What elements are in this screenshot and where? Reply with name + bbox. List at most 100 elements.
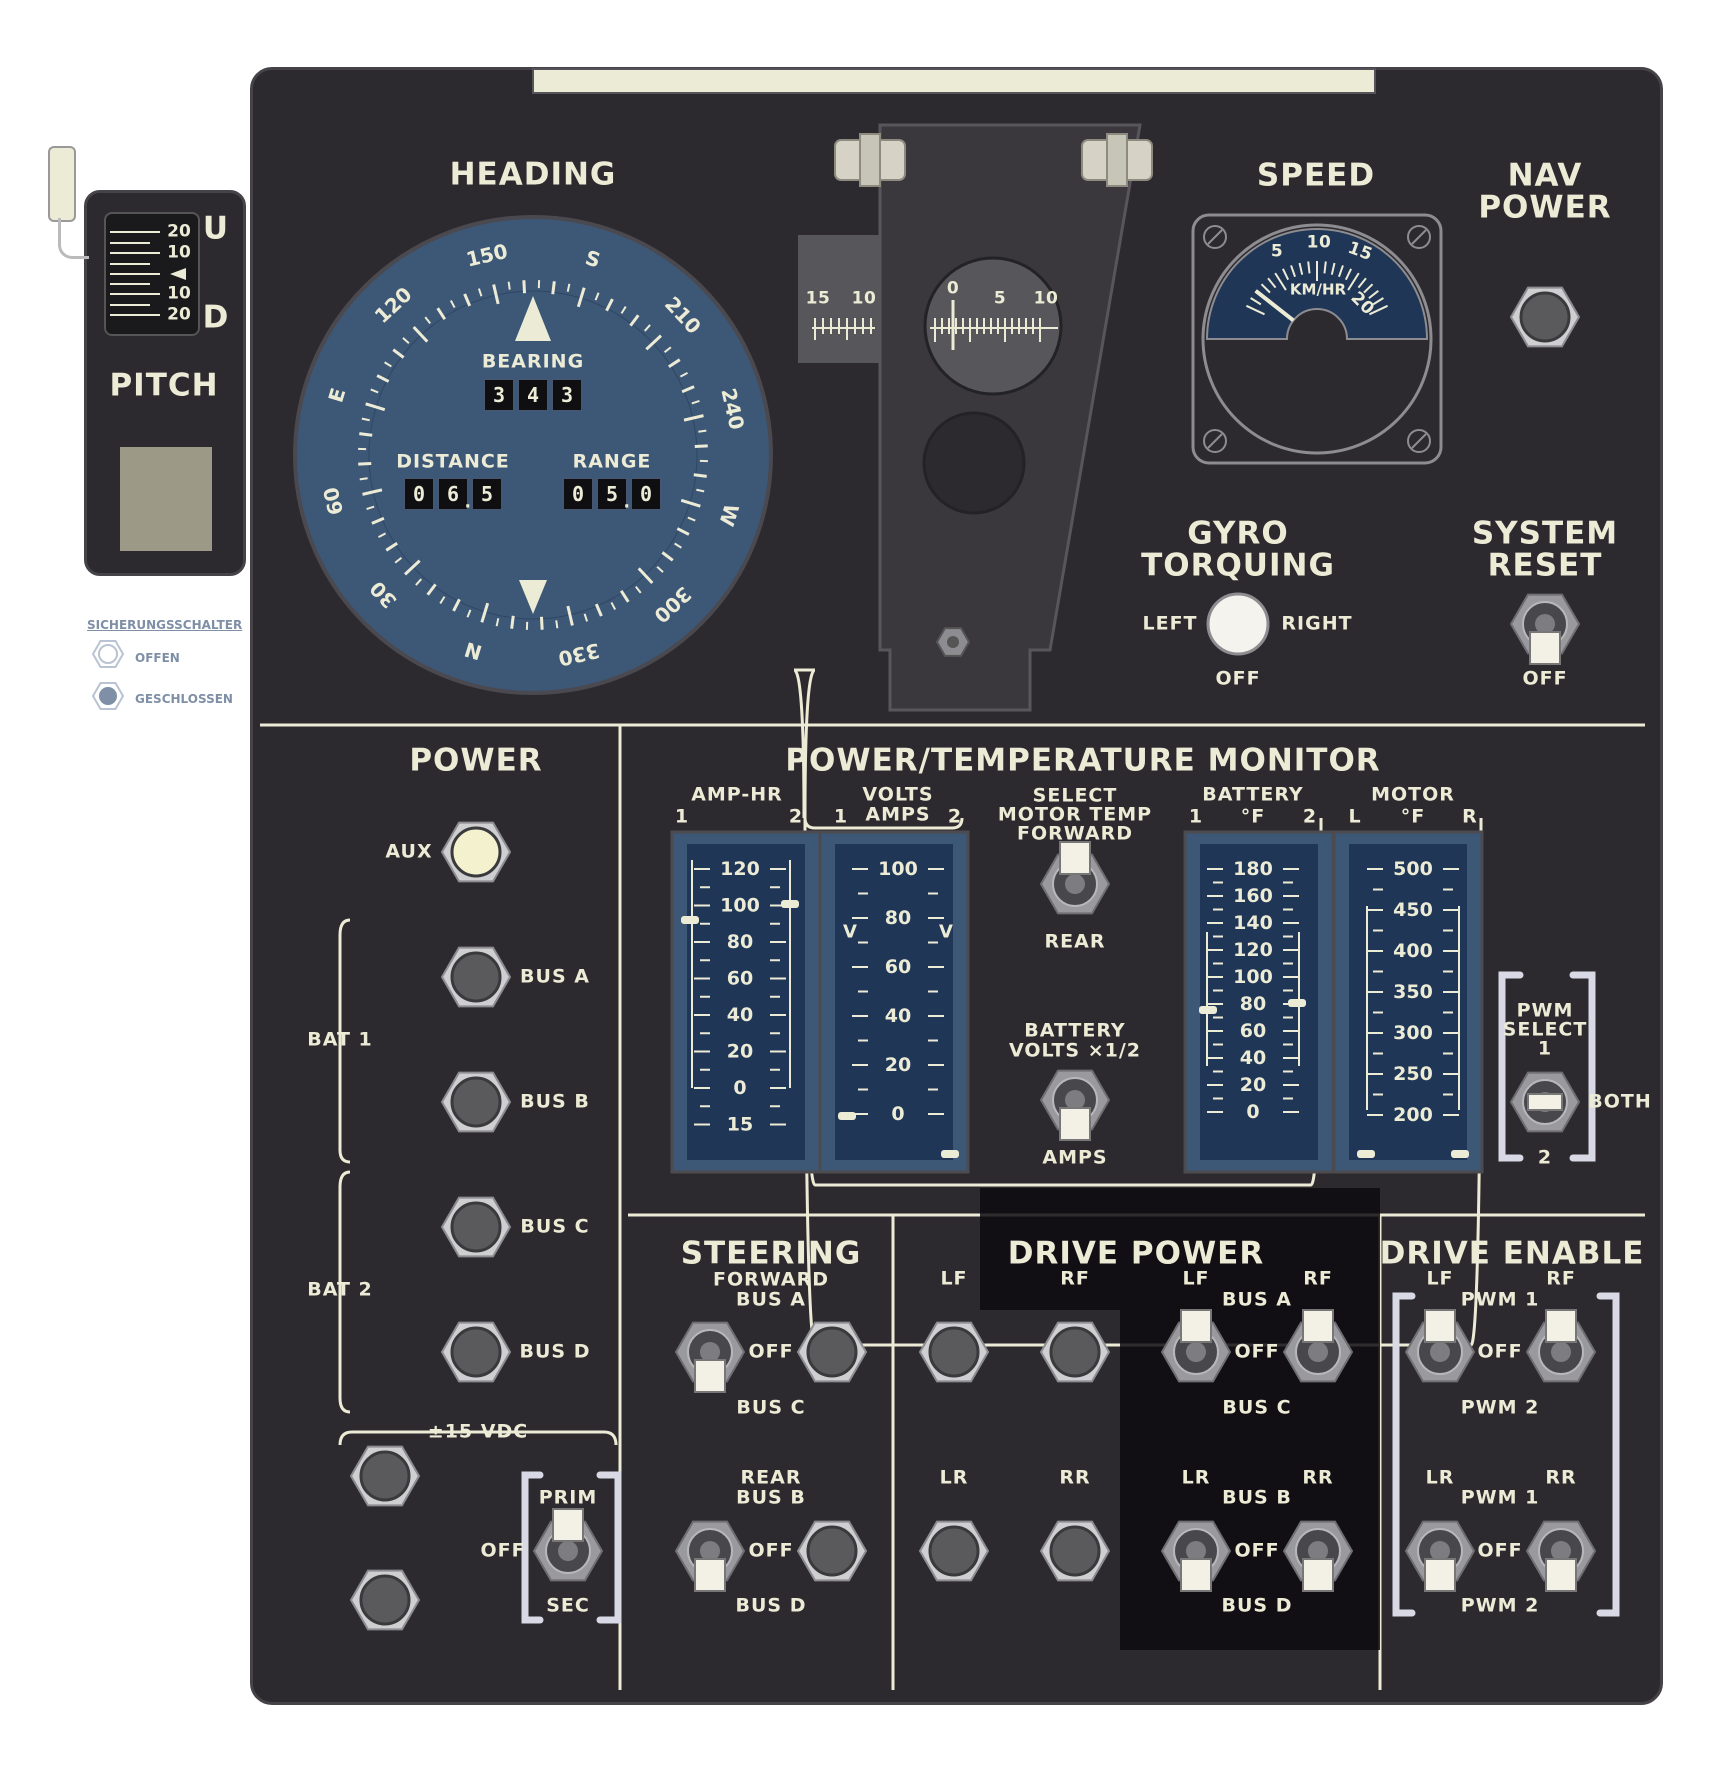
drive-power-lf-toggle[interactable] [1160, 1309, 1232, 1383]
drive-enable-rf-toggle[interactable] [1525, 1309, 1597, 1383]
bracket-bolt-hole [947, 636, 959, 648]
drive-enable-rr-toggle[interactable] [1525, 1520, 1597, 1592]
pwm-select-two: 2 [1537, 1146, 1553, 1169]
compass-tick [449, 300, 456, 309]
gauge-pointer-icon [1451, 1150, 1469, 1158]
pwm-select-toggle[interactable] [1509, 1071, 1581, 1133]
compass-tick [507, 281, 511, 290]
pitch-up-label: U [202, 210, 230, 247]
drive-power-lr-toggle[interactable] [1160, 1520, 1232, 1592]
distance-label: DISTANCE [396, 450, 510, 473]
indicator-off [450, 1201, 502, 1253]
drive-enable-pwm2-rear: PWM 2 [1460, 1594, 1540, 1617]
bus-d-label: BUS D [519, 1340, 591, 1363]
compass-tick [394, 557, 403, 564]
header-bracket [793, 668, 816, 819]
speed-tick [1369, 304, 1389, 316]
gauge-face [835, 844, 953, 1160]
vdc-button-1[interactable] [349, 1445, 421, 1507]
pitch-knob[interactable] [48, 146, 76, 222]
compass-tick [566, 283, 571, 292]
compass-tick [668, 358, 681, 369]
bus-b-button[interactable] [440, 1071, 512, 1133]
bus-d-button[interactable] [440, 1321, 512, 1383]
pitch-scale-20a: 20 [167, 221, 191, 242]
pwm-select-line1: PWM [1516, 999, 1574, 1022]
drive-power-lr-button[interactable] [918, 1520, 990, 1582]
steering-off-rear: OFF [748, 1539, 794, 1562]
compass-tick [680, 498, 701, 508]
legend-closed-label: GESCHLOSSEN [135, 692, 233, 706]
nav-power-button[interactable] [1509, 286, 1581, 348]
vdc-button-2[interactable] [349, 1569, 421, 1631]
steering-rear-button[interactable] [796, 1520, 868, 1582]
drive-power-lf-button[interactable] [918, 1321, 990, 1383]
motor-temp-select-toggle[interactable] [1039, 841, 1111, 915]
amp-hr-label: 120 [720, 858, 760, 880]
volts-label: 0 [891, 1103, 904, 1125]
speed-tick [1260, 283, 1271, 294]
compass-tick [415, 578, 422, 586]
compass-tick [679, 371, 688, 378]
steering-rear-toggle[interactable] [674, 1520, 746, 1592]
drive-enable-lf-toggle[interactable] [1404, 1309, 1476, 1383]
battery-temp-label: 180 [1233, 858, 1273, 880]
compass-tick [594, 603, 603, 617]
drive-enable-lr: LR [1425, 1466, 1455, 1489]
speed-tick [1282, 268, 1290, 281]
steering-forward-button[interactable] [796, 1321, 868, 1383]
bus-c-button[interactable] [440, 1196, 512, 1258]
prim-sec-toggle[interactable] [532, 1508, 604, 1582]
range-readout: 0 5 0 [563, 478, 661, 510]
drive-power-rr-toggle[interactable] [1282, 1520, 1354, 1592]
speed-tick [1338, 265, 1344, 278]
battery-temp-label: 120 [1233, 939, 1273, 961]
nav-power-title-2: POWER [1478, 189, 1612, 226]
compass-tick [384, 361, 392, 368]
drive-enable-pwm1-rear: PWM 1 [1460, 1486, 1540, 1509]
gyro-title-2: TORQUING [1141, 547, 1335, 584]
drive-enable-lr-toggle[interactable] [1404, 1520, 1476, 1592]
drive-enable-rr: RR [1545, 1466, 1577, 1489]
drive-power-shadow [980, 1188, 1380, 1650]
steering-off-front: OFF [748, 1340, 794, 1363]
speed-needle [1254, 289, 1295, 323]
compass-tick [681, 385, 695, 394]
steering-forward-toggle[interactable] [674, 1321, 746, 1393]
steering-bus-d: BUS D [735, 1594, 807, 1617]
compass-tick [362, 488, 383, 496]
compass-tick [359, 432, 373, 437]
pwm-select-line3: 1 [1537, 1037, 1553, 1060]
gauge-pointer-icon [1288, 999, 1306, 1007]
compass-tick [594, 292, 600, 301]
amp-hr-label: 20 [727, 1041, 753, 1063]
compass-tick [644, 324, 651, 332]
compass-tick [674, 542, 682, 549]
toggle-paddle [1302, 1558, 1334, 1592]
battery-volts-amps-toggle[interactable] [1039, 1069, 1111, 1141]
gauge-pointer-icon [941, 1150, 959, 1158]
aux-button[interactable] [440, 821, 512, 883]
indicator-off [928, 1525, 980, 1577]
compass-inner-ring [368, 290, 698, 620]
compass-tick [551, 281, 556, 295]
compass-tick [620, 306, 627, 314]
drive-power-rf-1: RF [1060, 1267, 1090, 1290]
drive-power-bus-d: BUS D [1221, 1594, 1293, 1617]
drive-power-lf-1: LF [940, 1267, 968, 1290]
select-line1: SELECT [1032, 784, 1118, 807]
motor-temp-label: 450 [1393, 899, 1433, 921]
drive-power-rf-button[interactable] [1039, 1321, 1111, 1383]
legend-open-dot-icon [98, 644, 118, 664]
drive-power-lf-2: LF [1182, 1267, 1210, 1290]
compass-tick [412, 325, 429, 343]
sensor-bracket [878, 123, 1142, 712]
bus-a-button[interactable] [440, 946, 512, 1008]
drive-power-rf-toggle[interactable] [1282, 1309, 1354, 1383]
system-reset-toggle[interactable] [1509, 593, 1581, 665]
drive-power-rr-button[interactable] [1039, 1520, 1111, 1582]
drive-enable-off-front: OFF [1477, 1340, 1523, 1363]
gyro-torquing-knob[interactable] [1206, 592, 1270, 656]
distance-digit: 5 [472, 478, 502, 510]
compass-tick [539, 616, 544, 630]
